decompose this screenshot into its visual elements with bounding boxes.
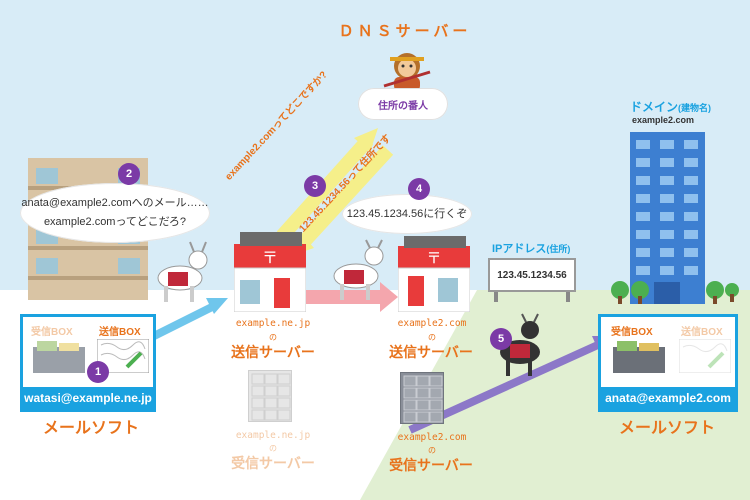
mail-software-right: 受信BOX 送信BOX anata@example2.com: [598, 314, 738, 412]
recv1-no: の: [269, 444, 277, 453]
send1-no: の: [269, 333, 277, 342]
send1-domain: example.ne.jp: [235, 318, 311, 329]
right-mail-address: anata@example2.com: [601, 387, 735, 409]
recv1-domain: example.ne.jp: [235, 430, 311, 441]
sender-bubble-line2: example2.comってどこだろ?: [43, 216, 187, 228]
goat-icon: [333, 239, 384, 300]
dns-role: 住所の番人: [378, 100, 428, 112]
step-badge-3: 3: [304, 175, 326, 197]
sender-bubble-line1: anata@example2.comへのメール……: [21, 197, 209, 210]
step-badge-5: 5: [490, 328, 512, 350]
dns-title: ＤＮＳサーバー: [338, 23, 472, 40]
left-mail-address: watasi@example.ne.jp: [23, 387, 153, 409]
ip-heading-sub: (住所): [546, 244, 571, 254]
tower-windows: [636, 140, 698, 304]
goat-left: [150, 240, 210, 306]
sign-post-left: [494, 292, 498, 302]
post-office-recv-roof: [404, 236, 466, 248]
left-inbox-label: 受信BOX: [31, 327, 73, 338]
domain-heading-sub: (建物名): [678, 103, 712, 113]
step-badge-1: 1: [87, 361, 109, 383]
right-inbox-tray[interactable]: [613, 339, 665, 373]
goat-middle: [328, 238, 388, 304]
left-mail-caption: メールソフト: [42, 420, 139, 437]
dns-cloud: 住所の番人: [358, 88, 448, 120]
domain-tower: [630, 132, 705, 304]
post-office-send: 〒: [233, 244, 307, 313]
recv1-locker: [248, 370, 292, 422]
locker-icon: [403, 375, 443, 423]
right-inbox-label: 受信BOX: [611, 327, 653, 338]
goat-icon: [500, 313, 540, 376]
domain-heading-main: ドメイン: [630, 100, 679, 114]
ip-heading: IPアドレス(住所): [492, 240, 582, 256]
post-office-icon: 〒: [397, 246, 471, 313]
post-office-icon: 〒: [233, 244, 307, 313]
step-badge-4: 4: [408, 178, 430, 200]
mail-software-left: 受信BOX 送信BOX 1 watasi@example.ne.jp: [20, 314, 156, 412]
locker-icon: [251, 373, 291, 421]
domain-heading: ドメイン(建物名): [630, 98, 730, 115]
ip-heading-main: IPアドレス: [492, 243, 547, 255]
monkey-guard: [382, 46, 432, 96]
sign-post-right: [566, 292, 570, 302]
ip-sign: 123.45.1234.56: [488, 258, 576, 292]
recv2-no: の: [428, 446, 436, 455]
recv2-locker: [400, 372, 444, 424]
send2-domain: example2.com: [397, 318, 467, 329]
send1-label: 送信サーバー: [231, 344, 315, 360]
svg-text:〒: 〒: [262, 248, 278, 267]
recv2-label: 受信サーバー: [389, 457, 473, 473]
goto-bubble: 123.45.1234.56に行くぞ: [342, 194, 472, 234]
step-badge-2: 2: [118, 163, 140, 185]
post-office-send-roof: [240, 232, 302, 246]
trees: [611, 281, 739, 304]
blue-arrow: [148, 298, 228, 342]
recv2-domain: example2.com: [397, 432, 467, 443]
send2-label: 送信サーバー: [389, 344, 473, 360]
monkey-icon: [383, 53, 431, 91]
left-outbox-label: 送信BOX: [99, 327, 141, 338]
goat-black: [490, 312, 550, 382]
svg-text:〒: 〒: [426, 249, 441, 267]
goto-bubble-text: 123.45.1234.56に行くぞ: [346, 207, 468, 220]
domain-name: example2.com: [632, 115, 695, 125]
left-inbox-tray[interactable]: [33, 339, 85, 373]
goat-icon: [157, 241, 208, 302]
sender-thought-bubble: anata@example2.comへのメール…… example2.comって…: [20, 183, 210, 243]
right-mail-caption: メールソフト: [618, 420, 715, 437]
right-outbox-label: 送信BOX: [681, 327, 723, 338]
send2-no: の: [428, 333, 436, 342]
post-office-recv-domain: 〒: [397, 246, 471, 313]
recv1-label: 受信サーバー: [231, 455, 315, 471]
right-outbox-tray[interactable]: [679, 339, 731, 373]
